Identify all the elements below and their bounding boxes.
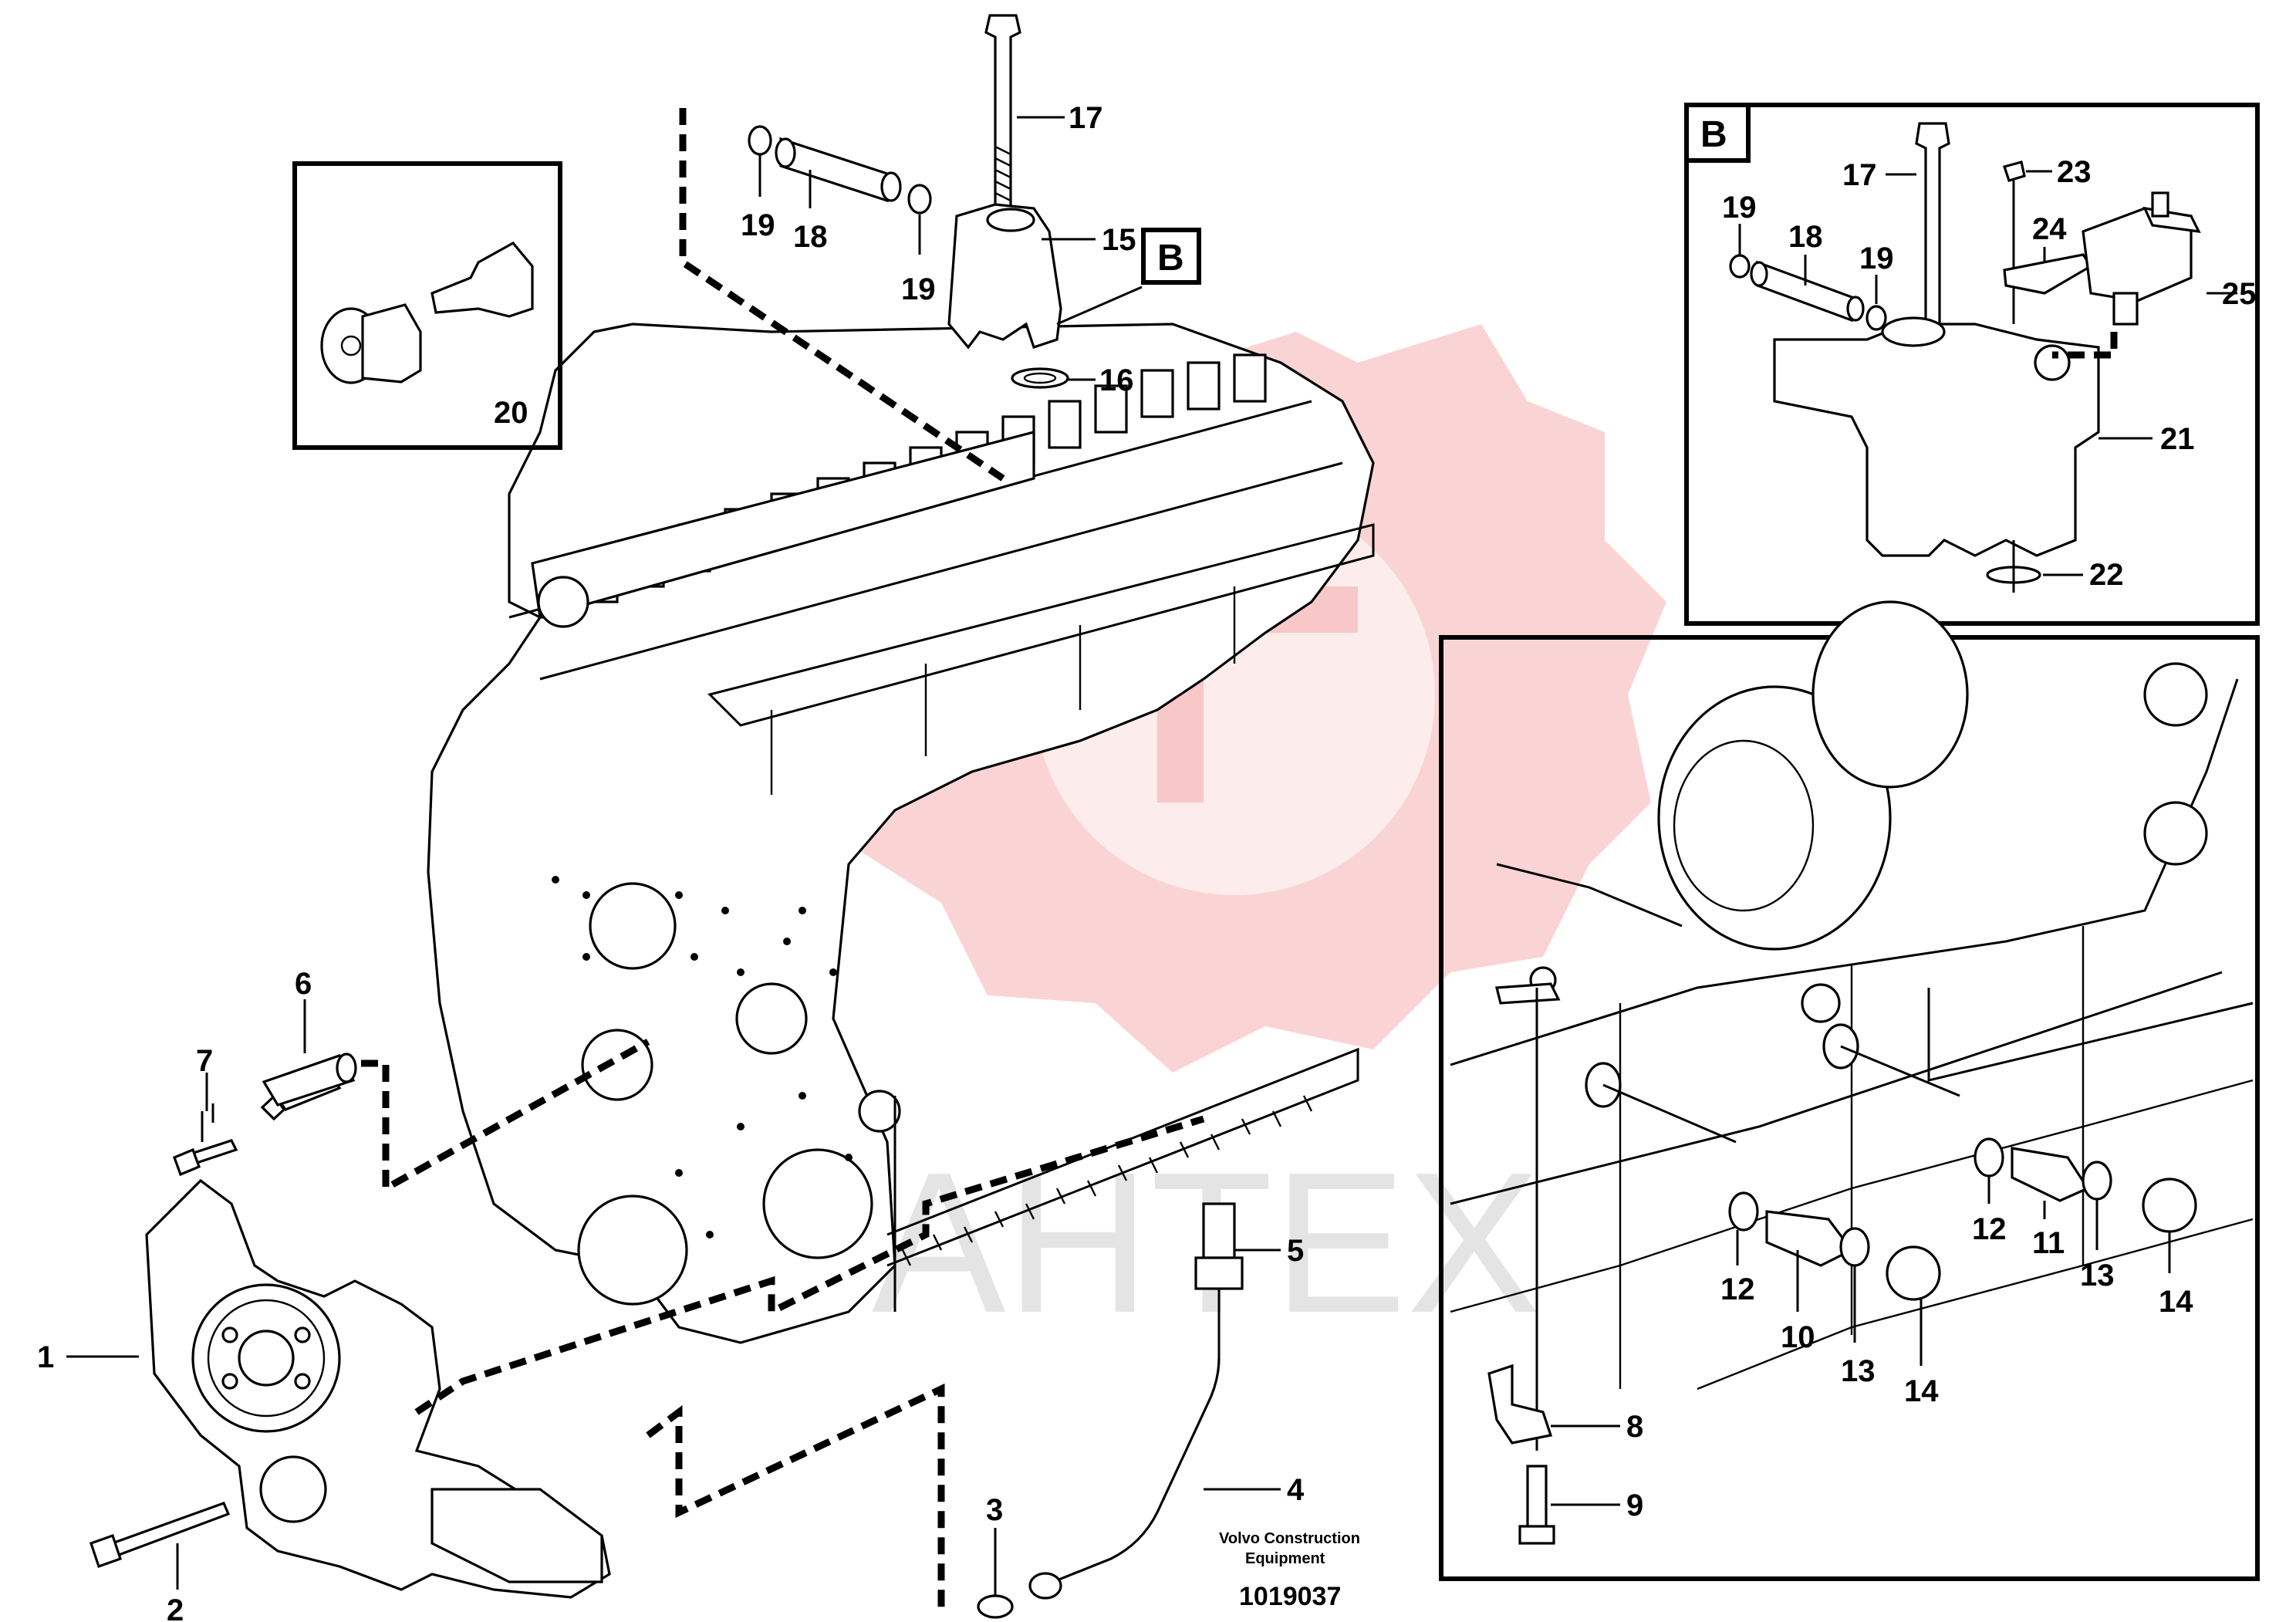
callout-18: 18 [793, 220, 828, 254]
callout-19a: 19 [741, 208, 775, 242]
callout-13a: 13 [1841, 1354, 1876, 1388]
callout-19d: 19 [1859, 242, 1894, 275]
callout-7: 7 [196, 1044, 213, 1078]
callout-14b: 14 [2159, 1285, 2193, 1319]
lower-right-detail: 12 10 13 14 12 11 13 14 8 9 [1439, 600, 2260, 1581]
callout-5: 5 [1287, 1234, 1304, 1268]
document-number: 1019037 [1239, 1582, 1341, 1611]
callout-10: 10 [1781, 1320, 1815, 1354]
callout-6: 6 [295, 967, 312, 1001]
callout-2: 2 [167, 1593, 184, 1622]
callout-18b: 18 [1788, 220, 1823, 254]
callout-23: 23 [2057, 155, 2092, 189]
callout-22: 22 [2089, 558, 2124, 592]
callout-13b: 13 [2080, 1259, 2115, 1293]
callout-9: 9 [1626, 1489, 1643, 1522]
callout-1: 1 [37, 1340, 54, 1374]
callout-14a: 14 [1904, 1374, 1939, 1408]
callout-20: 20 [494, 396, 528, 430]
caption-line-1: Volvo Construction [1219, 1530, 1360, 1547]
oil-pump-1: 1 2 [37, 1115, 1205, 1622]
callout-4: 4 [1287, 1473, 1305, 1507]
callout-17: 17 [1069, 101, 1103, 135]
cap-plug-part [320, 241, 534, 384]
callout-19c: 19 [1722, 191, 1757, 225]
view-b-label: B [1700, 114, 1727, 155]
engine-block [427, 323, 1375, 1344]
callout-16: 16 [1099, 363, 1134, 397]
callout-12b: 12 [1972, 1212, 2007, 1246]
bracket-15-cluster: 17 15 19 18 19 16 B [679, 14, 1201, 482]
callout-17b: 17 [1842, 158, 1877, 192]
callout-25: 25 [2222, 277, 2257, 311]
oil-pipe-4: 5 4 3 [977, 1202, 1305, 1619]
view-b-tag: B [1157, 238, 1184, 279]
view-b-detail: B 17 19 18 19 21 22 23 24 [1684, 103, 2260, 626]
callout-24: 24 [2032, 212, 2067, 246]
callout-21: 21 [2160, 422, 2195, 456]
callout-19b: 19 [901, 272, 936, 306]
callout-8: 8 [1626, 1410, 1643, 1444]
detail-box-20: 20 [292, 161, 562, 450]
caption-line-2: Equipment [1245, 1550, 1325, 1567]
callout-15: 15 [1102, 223, 1136, 257]
sleeve-6-screw-7: 7 6 [172, 967, 650, 1195]
callout-12a: 12 [1720, 1272, 1755, 1306]
callout-3: 3 [986, 1493, 1003, 1527]
callout-11: 11 [2032, 1226, 2065, 1260]
